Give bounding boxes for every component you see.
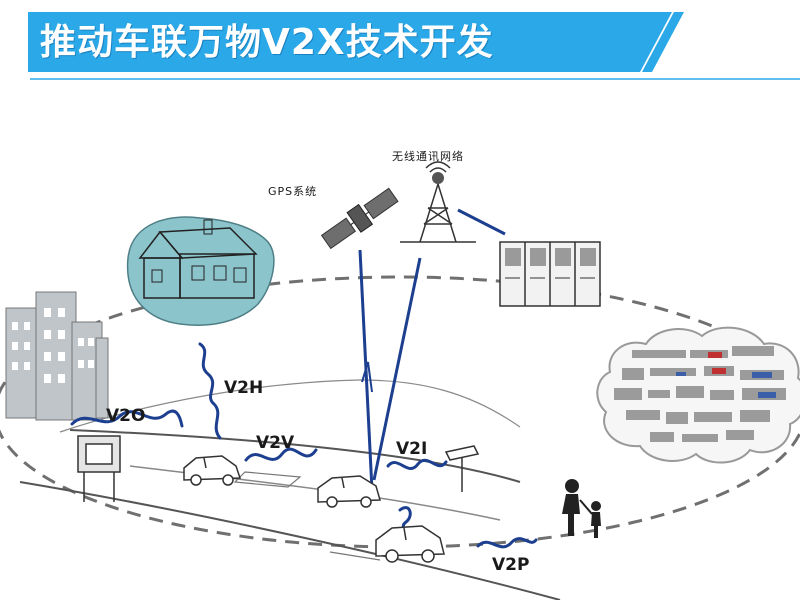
title-banner: 推动车联万物V2X技术开发	[0, 0, 800, 82]
page-title: 推动车联万物V2X技术开发	[40, 22, 494, 63]
banner-background	[0, 12, 800, 80]
car-icon	[375, 525, 445, 563]
v2o-label: V2O	[106, 406, 146, 426]
server-rack-icon	[499, 241, 601, 307]
gps-label: GPS系统	[268, 185, 318, 198]
v2i-label: V2I	[396, 439, 428, 459]
car-icon	[317, 475, 381, 508]
hills	[59, 379, 521, 433]
v2p-label: V2P	[492, 555, 530, 575]
gps-satellite-icon	[320, 187, 399, 250]
house-icon	[126, 216, 275, 326]
signal-links	[358, 208, 506, 491]
cell-tower-icon	[400, 161, 476, 243]
wave-links	[70, 342, 538, 549]
road-sign-icon	[77, 435, 121, 502]
v2h-label: V2H	[224, 378, 264, 398]
v2x-diagram: 无线通讯网络 GPS系统 V2H V2O V2V V2I V2P	[0, 82, 800, 600]
cloud-services-icon	[596, 326, 800, 464]
street-sign-icon	[444, 445, 480, 492]
car-icon	[183, 455, 242, 486]
network-label: 无线通讯网络	[392, 150, 464, 163]
v2v-label: V2V	[256, 433, 295, 453]
city-buildings-icon	[5, 291, 109, 421]
pedestrian-icon	[562, 479, 601, 538]
